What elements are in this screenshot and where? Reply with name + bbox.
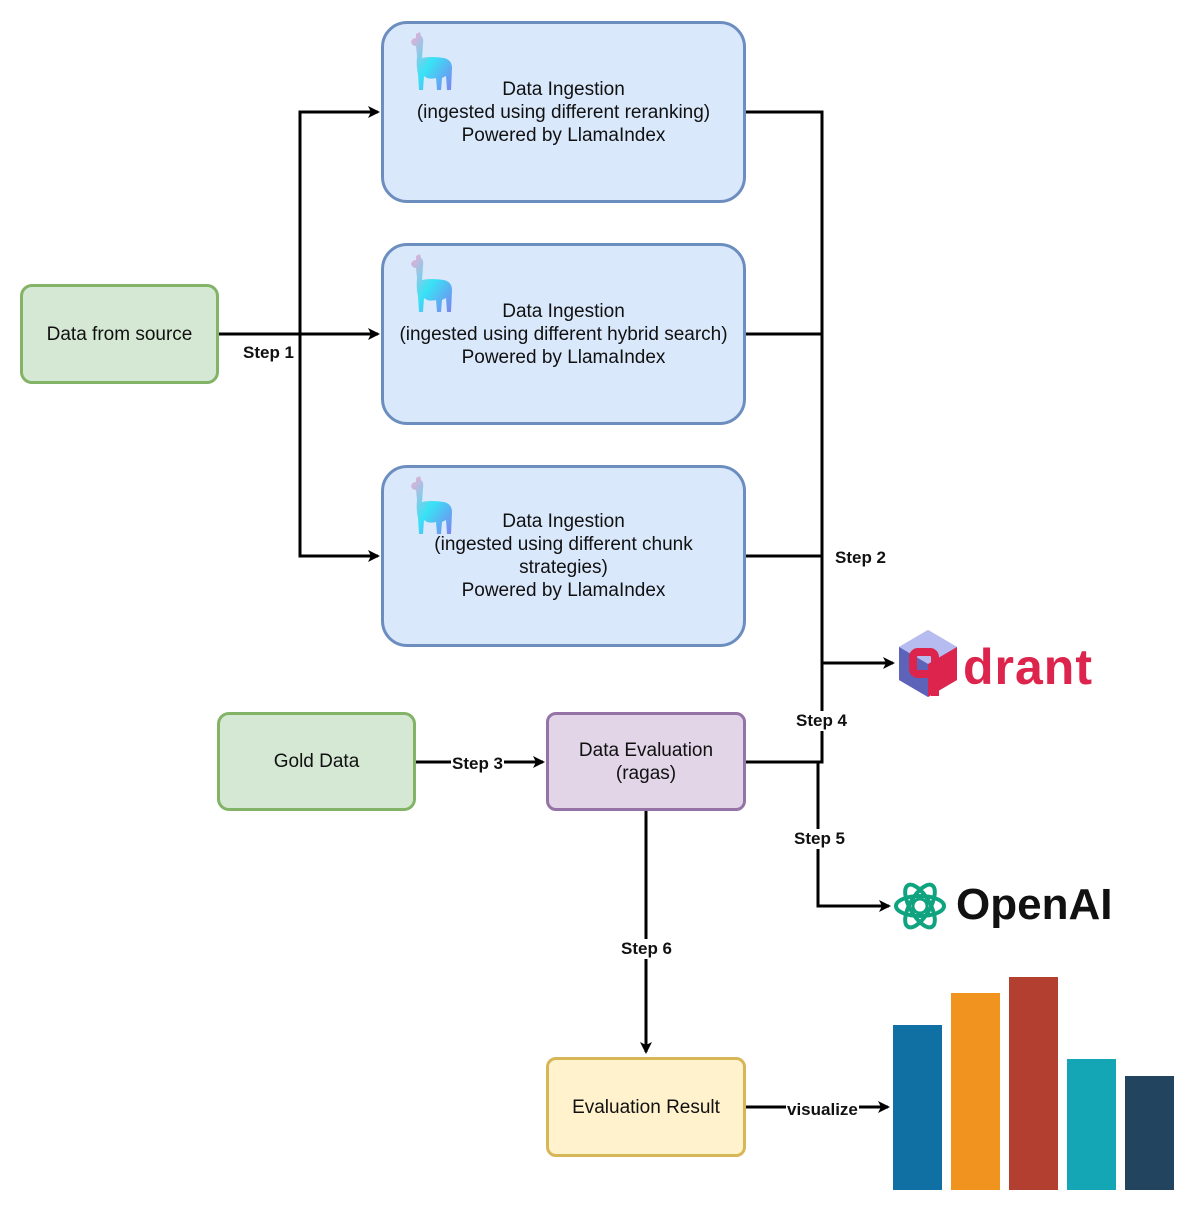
step-4-label: Step 4 bbox=[795, 711, 849, 731]
evaluation-title: Data Evaluation bbox=[578, 739, 714, 761]
gold-data-label: Gold Data bbox=[273, 751, 360, 772]
ingestion-title: Data Ingestion bbox=[502, 300, 625, 322]
ingestion-method: (ingested using different chunk bbox=[434, 534, 693, 555]
bar-chart-bar bbox=[1009, 977, 1058, 1190]
qdrant-wordmark: drant bbox=[963, 639, 1093, 695]
bar-chart-bar bbox=[951, 993, 1000, 1190]
ingestion-node-hybrid-search: Data Ingestion (ingested using different… bbox=[381, 243, 746, 425]
ingestion-title: Data Ingestion bbox=[502, 78, 625, 100]
gold-data-node: Gold Data bbox=[217, 712, 416, 811]
connector-to-openai bbox=[816, 762, 891, 912]
ingestion-method: (ingested using different hybrid search) bbox=[399, 323, 728, 345]
ingestion-title: Data Ingestion bbox=[502, 511, 625, 532]
evaluation-result-node: Evaluation Result bbox=[546, 1057, 746, 1157]
connector-source-to-ingestion bbox=[219, 106, 380, 562]
evaluation-tool: (ragas) bbox=[615, 762, 677, 784]
ingestion-powered-by: Powered by LlamaIndex bbox=[461, 346, 666, 368]
ingestion-powered-by: Powered by LlamaIndex bbox=[461, 124, 666, 146]
llama-icon bbox=[411, 254, 452, 312]
evaluation-result-label: Evaluation Result bbox=[572, 1096, 720, 1118]
step-3-label: Step 3 bbox=[451, 754, 505, 774]
data-source-label: Data from source bbox=[46, 323, 193, 345]
data-source-node: Data from source bbox=[20, 284, 219, 384]
llama-icon bbox=[411, 32, 452, 90]
bar-chart-icon bbox=[893, 977, 1174, 1190]
bar-chart-bar bbox=[893, 1025, 942, 1190]
ingestion-method-cont: strategies) bbox=[519, 557, 608, 578]
bar-chart-bar bbox=[1125, 1076, 1174, 1190]
ingestion-method: (ingested using different reranking) bbox=[416, 101, 711, 123]
ingestion-node-reranking: Data Ingestion (ingested using different… bbox=[381, 21, 746, 203]
step-6-label: Step 6 bbox=[620, 939, 674, 959]
step-5-label: Step 5 bbox=[793, 829, 847, 849]
connector-ingestion-to-bus bbox=[746, 110, 895, 764]
openai-knot-icon bbox=[894, 882, 946, 930]
ingestion-powered-by: Powered by LlamaIndex bbox=[461, 580, 666, 601]
step-1-label: Step 1 bbox=[242, 343, 296, 363]
visualize-label: visualize bbox=[786, 1100, 859, 1120]
llama-icon bbox=[411, 476, 452, 534]
qdrant-cube-icon bbox=[899, 630, 957, 697]
bar-chart-bar bbox=[1067, 1059, 1116, 1190]
data-evaluation-node: Data Evaluation (ragas) bbox=[546, 712, 746, 811]
openai-wordmark: OpenAI bbox=[956, 880, 1113, 929]
step-2-label: Step 2 bbox=[834, 548, 888, 568]
ingestion-node-chunk-strategies: Data Ingestion (ingested using different… bbox=[381, 465, 746, 647]
